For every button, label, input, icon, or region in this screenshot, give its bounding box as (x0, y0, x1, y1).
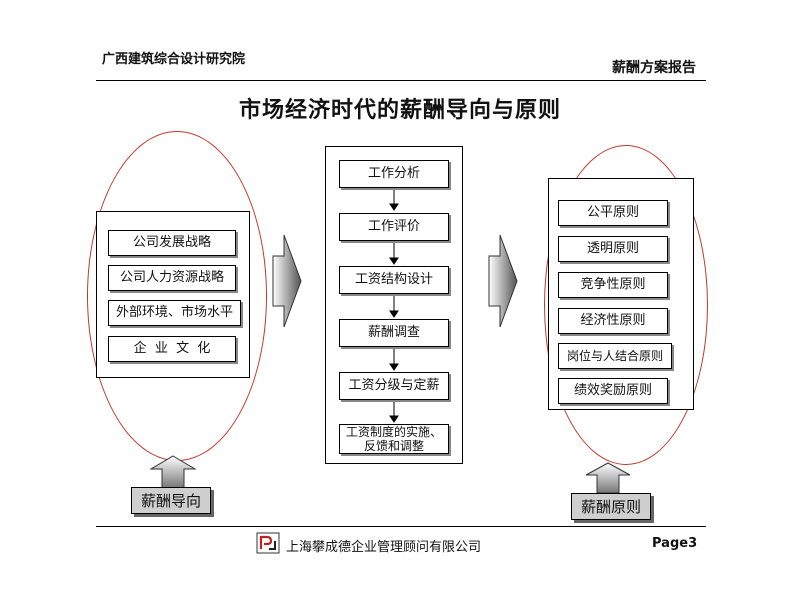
right-item: 岗位与人结合原则 (558, 343, 672, 369)
footer-company: 上海攀成德企业管理顾问有限公司 (286, 540, 482, 555)
right-item: 竞争性原则 (558, 272, 668, 298)
process-step: 工资制度的实施、反馈和调整 (339, 424, 449, 454)
left-item: 外部环境、市场水平 (108, 300, 241, 326)
right-item: 经济性原则 (558, 308, 668, 334)
left-label-box: 薪酬导向 (131, 487, 211, 514)
right-up-arrow-icon (585, 462, 631, 494)
process-step: 工作评价 (339, 213, 449, 241)
right-item: 绩效奖励原则 (558, 378, 668, 404)
header-org: 广西建筑综合设计研究院 (102, 52, 246, 67)
process-step: 工资分级与定薪 (339, 372, 449, 400)
footer-divider (96, 526, 706, 527)
process-step: 工资结构设计 (339, 266, 449, 294)
header-divider (96, 80, 706, 81)
right-item: 透明原则 (558, 236, 668, 262)
left-up-arrow-icon (150, 455, 196, 489)
company-logo-icon (256, 532, 280, 554)
header-report-title: 薪酬方案报告 (612, 60, 696, 76)
right-ellipse (544, 145, 708, 465)
left-item: 公司发展战略 (108, 230, 236, 256)
page-title: 市场经济时代的薪酬导向与原则 (238, 97, 561, 123)
process-step: 工作分析 (339, 160, 449, 188)
process-step: 薪酬调查 (339, 319, 449, 347)
left-item: 公司人力资源战略 (108, 265, 236, 291)
right-item: 公平原则 (558, 200, 668, 226)
right-arrow-icon (488, 234, 518, 328)
right-arrow-icon (272, 234, 302, 328)
process-connectors (389, 188, 399, 423)
left-item: 企 业 文 化 (108, 336, 236, 362)
right-label-box: 薪酬原则 (571, 493, 651, 520)
page-number: Page3 (652, 536, 698, 551)
